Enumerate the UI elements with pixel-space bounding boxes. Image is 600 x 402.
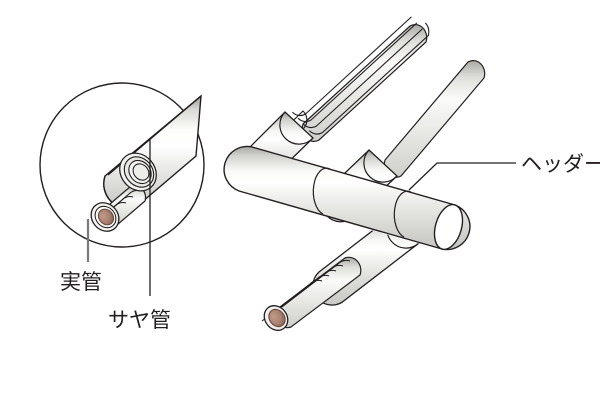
inner-pipe-bore [268,308,286,328]
concentric-cut-rings [119,152,157,192]
header-pipe [223,145,471,251]
header-seam-2 [393,190,412,238]
header-pipe-open-end [433,203,464,251]
corrugated-section-lower [261,256,362,329]
inner-pipe-exposed-end [263,305,289,331]
corrugated-layers-detail [97,152,157,227]
label-header: ヘッダー [521,152,600,176]
header-leader-line [408,162,516,191]
label-inner-pipe: 実管 [60,270,102,294]
header-seam-1 [312,167,331,215]
inner-pipe-detail [90,202,120,232]
cutaway-detail: 実管 サヤ管 [39,82,205,332]
branch-pipe-lower [261,214,420,331]
header-assembly: ヘッダー [223,16,600,331]
lower-rib-lines [261,259,351,322]
label-sheath-pipe: サヤ管 [108,308,171,332]
corrugated-section-upper-left [290,16,430,142]
inner-pipe-bore-detail [97,208,115,226]
